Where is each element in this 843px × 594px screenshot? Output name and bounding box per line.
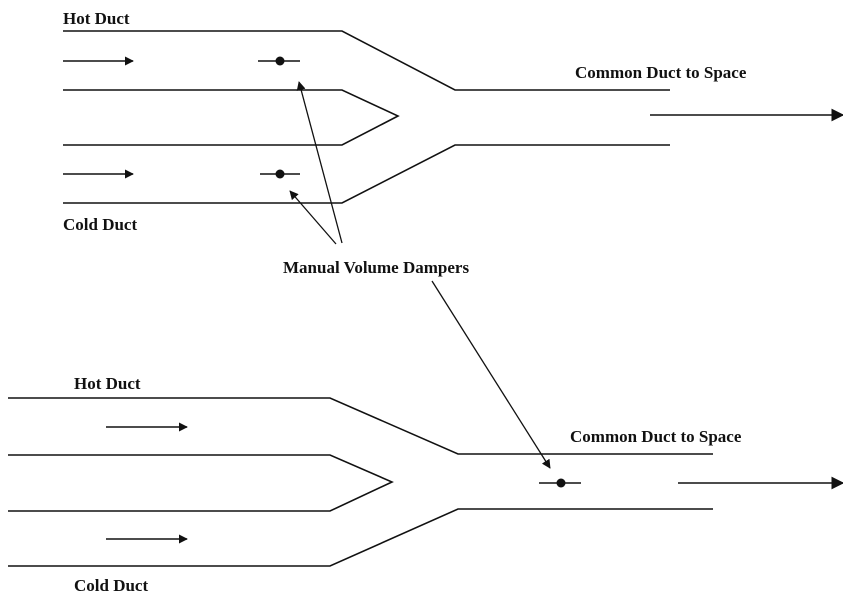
bottom-hot-duct-label: Hot Duct — [74, 374, 141, 393]
manual-volume-dampers-label: Manual Volume Dampers — [283, 258, 469, 277]
top-hot-duct-label: Hot Duct — [63, 9, 130, 28]
top-cold-duct-damper — [260, 169, 300, 179]
top-cold-duct-outer-wall — [63, 144, 670, 204]
dampers-callout: Manual Volume Dampers — [283, 81, 551, 469]
top-hot-duct-outer-wall — [63, 30, 670, 91]
top-hot-duct-damper — [258, 56, 300, 66]
leader-to-top-cold-damper — [289, 190, 337, 245]
bottom-diagram: Hot Duct Common Duct to Space Cold Duct — [8, 374, 843, 594]
bottom-common-duct-damper — [539, 478, 581, 488]
leader-to-bottom-damper — [431, 280, 551, 469]
leader-to-top-hot-damper — [296, 81, 343, 244]
top-cold-duct-label: Cold Duct — [63, 215, 137, 234]
top-common-duct-label: Common Duct to Space — [575, 63, 747, 82]
bottom-splitter-plate — [8, 454, 394, 512]
top-splitter-plate — [63, 89, 400, 146]
top-diagram: Hot Duct Common Duct to Space Cold Duct — [63, 9, 843, 234]
bottom-hot-duct-outer-wall — [8, 397, 713, 455]
bottom-cold-duct-label: Cold Duct — [74, 576, 148, 594]
bottom-common-duct-label: Common Duct to Space — [570, 427, 742, 446]
bottom-cold-duct-outer-wall — [8, 508, 713, 567]
